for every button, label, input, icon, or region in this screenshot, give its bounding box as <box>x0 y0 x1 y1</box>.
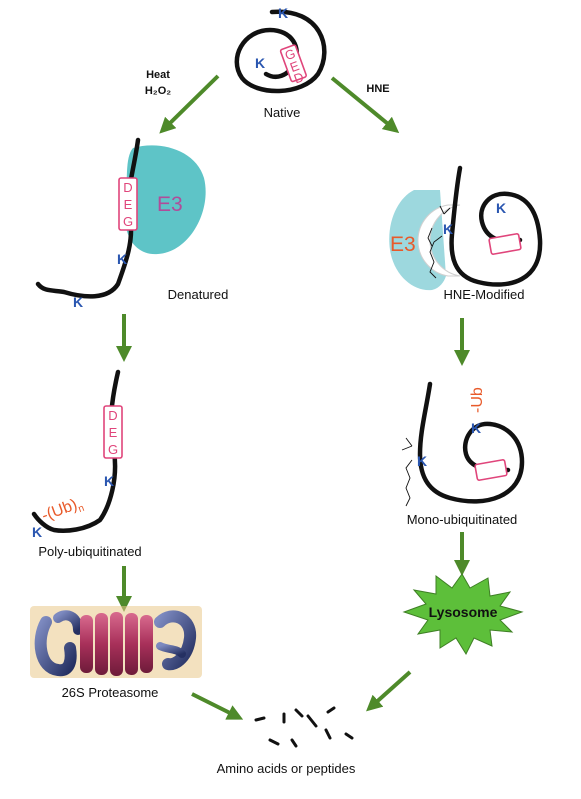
amino-acids-label: Amino acids or peptides <box>217 761 356 776</box>
e3-hne-label: E3 <box>390 233 416 256</box>
degron-letter-g: G <box>123 214 133 229</box>
poly-ubiquitinated-label: Poly-ubiquitinated <box>38 544 141 559</box>
arrow-proteasome-to-amino <box>191 692 244 720</box>
h2o2-label: H₂O₂ <box>145 85 171 97</box>
denatured-label: Denatured <box>168 287 229 302</box>
degron-letter-d: D <box>123 180 132 195</box>
e3-ligase-blob <box>125 145 206 255</box>
hne-lysine-1: K <box>443 221 453 237</box>
native-protein: G E D K K <box>234 5 327 94</box>
degron-letter-g: G <box>283 46 298 64</box>
native-lysine-inner: K <box>255 55 265 71</box>
hne-lysine-2: K <box>496 200 506 216</box>
hne-label: HNE <box>366 83 389 95</box>
degron-letter-e: E <box>109 425 118 440</box>
mono-ubiquitinated-label: Mono-ubiquitinated <box>407 512 518 527</box>
arrow-lysosome-to-amino <box>366 670 412 712</box>
denatured-degron-box <box>118 177 138 231</box>
mono-ub-label: -Ub <box>469 387 486 413</box>
arrow-native-to-hne <box>330 76 400 134</box>
lysosome-label: Lysosome <box>429 604 498 620</box>
mono-degron-box <box>474 459 508 481</box>
poly-ubiquitinated-protein: D E G K K -(Ub)n <box>31 369 123 540</box>
hne-modified-protein: E3 K K <box>389 165 543 291</box>
denatured-protein: D E G E3 K K <box>35 137 206 310</box>
proteasome-label: 26S Proteasome <box>62 685 159 700</box>
mono-lysine-ub: K <box>471 420 481 436</box>
native-label: Native <box>264 105 301 120</box>
degron-letter-g: G <box>108 442 118 457</box>
poly-degron-box <box>103 405 123 459</box>
denatured-lysine-2: K <box>73 294 83 310</box>
arrow-native-to-denatured <box>159 74 220 134</box>
denatured-lysine-1: K <box>117 251 127 267</box>
heat-label: Heat <box>146 69 170 81</box>
mono-lysine-1: K <box>417 453 427 469</box>
native-degron-box: G E D <box>279 44 307 87</box>
hne-modified-label: HNE-Modified <box>444 287 525 302</box>
proteasome-image <box>30 606 202 678</box>
lysosome-starburst <box>402 573 524 656</box>
degron-letter-e: E <box>124 197 133 212</box>
poly-ub-label: -(Ub)n <box>40 494 86 527</box>
degron-letter-d: D <box>108 408 117 423</box>
mono-ubiquitinated-protein: K K -Ub <box>401 381 525 507</box>
poly-lysine-1: K <box>104 473 114 489</box>
poly-lysine-ub: K <box>32 524 42 540</box>
native-lysine-top: K <box>278 5 288 21</box>
hne-degron-box <box>488 233 522 255</box>
amino-acid-fragments <box>254 706 354 748</box>
e3-label: E3 <box>157 193 183 216</box>
